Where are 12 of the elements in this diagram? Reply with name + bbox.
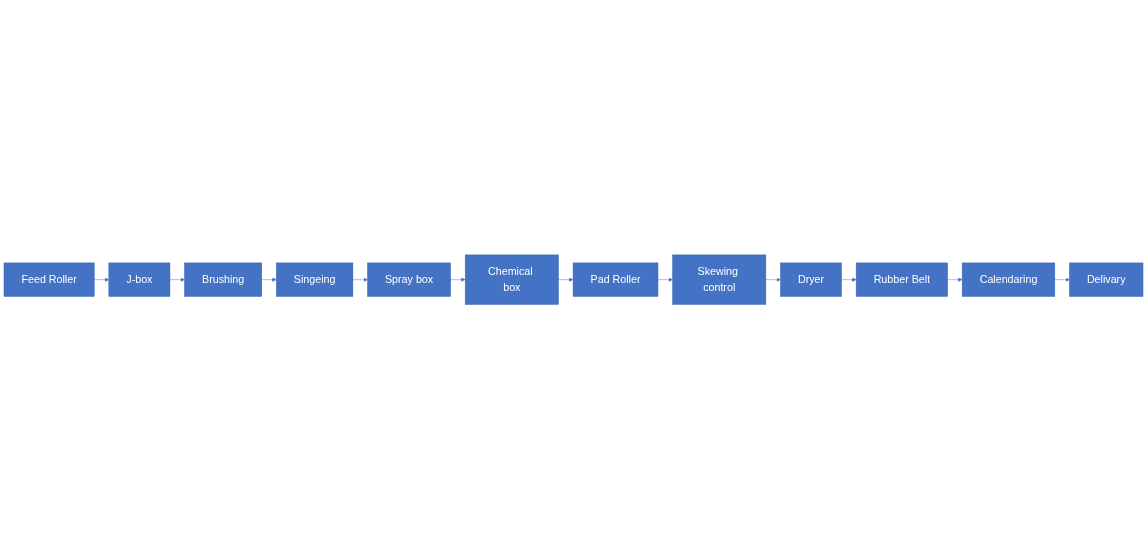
node-box: Rubber Belt: [855, 263, 948, 297]
node-box: Pad Roller: [572, 263, 659, 297]
node-box: Calendaring: [961, 263, 1056, 297]
node-box: Chemical box: [464, 254, 559, 306]
node-box: Brushing: [184, 263, 262, 297]
node-box: Skewing control: [672, 254, 767, 306]
node-box: J-box: [108, 263, 171, 297]
node-box: Delivary: [1069, 263, 1144, 297]
node-box: Singeing: [276, 263, 354, 297]
node-box: Feed Roller: [3, 263, 95, 297]
node-box: Dryer: [780, 263, 842, 297]
node-box: Spray box: [367, 263, 451, 297]
